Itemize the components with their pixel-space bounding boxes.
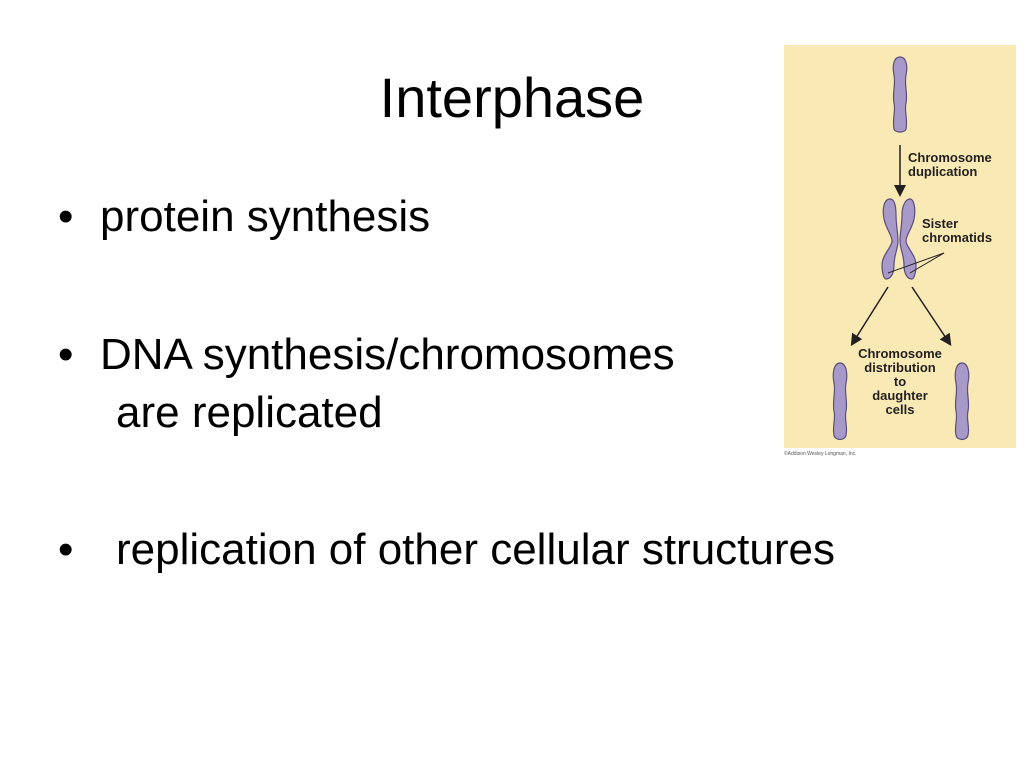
chromosome-single-top (892, 56, 908, 133)
slide-title: Interphase (379, 66, 645, 129)
daughter-chromosome-right (954, 362, 970, 441)
label-chromosome-distribution: Chromosome distribution to daughter cell… (858, 346, 942, 417)
sister-chromatid-right (899, 198, 917, 280)
sister-pointer-line (909, 252, 945, 274)
figure-credit: ©Addison Wesley Longman, Inc. (784, 451, 857, 457)
chromosome-diagram (832, 56, 970, 441)
sister-chromatid-left (881, 198, 899, 280)
bullet-marker: • (58, 192, 74, 241)
daughter-chromosome-left (832, 362, 848, 441)
bullet-marker: • (58, 525, 74, 574)
distribution-arrow-left (850, 286, 889, 347)
bullet-text-continued: are replicated (116, 388, 383, 437)
bullet-text: DNA synthesis/chromosomes (100, 330, 675, 379)
sister-pointer-line (887, 252, 945, 274)
label-sister-chromatids: Sister chromatids (922, 216, 993, 245)
bullet-text: replication of other cellular structures (116, 525, 835, 574)
chromosome-duplication-figure: Chromosome duplication Sister chromatids… (784, 45, 1016, 448)
bullet-marker: • (58, 330, 74, 379)
distribution-arrow-right (911, 286, 952, 346)
bullet-text: protein synthesis (100, 192, 431, 241)
label-chromosome-duplication: Chromosome duplication (908, 150, 992, 179)
